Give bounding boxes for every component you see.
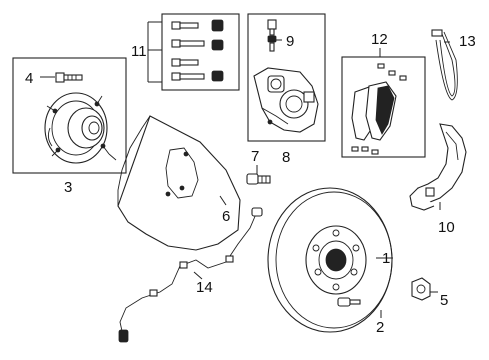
abs-sensor-wire-icon[interactable] <box>118 207 263 343</box>
callout-10: 10 <box>438 219 455 236</box>
splash-shield-icon[interactable] <box>117 115 241 251</box>
callout-8: 8 <box>282 149 290 166</box>
hub-bearing-assembly-icon[interactable] <box>44 92 117 164</box>
brake-caliper-icon[interactable] <box>253 67 319 133</box>
callout-4: 4 <box>25 70 33 87</box>
callout-12: 12 <box>371 31 388 48</box>
brake-pad-box <box>341 56 426 158</box>
leader-lines <box>40 21 450 318</box>
bleeder-screw-icon[interactable] <box>267 19 277 52</box>
callout-14: 14 <box>196 279 213 296</box>
callout-2: 2 <box>376 319 384 336</box>
callout-9: 9 <box>286 33 294 50</box>
callout-7: 7 <box>251 148 259 165</box>
hub-bolt-icon[interactable] <box>55 72 83 83</box>
wear-sensor-band-icon[interactable] <box>431 29 458 101</box>
caliper-bolt-kit-icon[interactable] <box>171 19 224 82</box>
hub-nut-icon[interactable] <box>411 277 431 301</box>
callout-3: 3 <box>64 179 72 196</box>
brake-pad-set-icon[interactable] <box>351 63 407 155</box>
caliper-bracket-icon[interactable] <box>409 123 467 211</box>
caliper-bolt-kit-box <box>161 13 240 91</box>
callout-13: 13 <box>459 33 476 50</box>
brake-rotor-icon[interactable] <box>267 187 393 333</box>
callout-1: 1 <box>382 250 390 267</box>
caliper-box <box>247 13 326 142</box>
rotor-screw-icon[interactable] <box>337 297 361 307</box>
callout-5: 5 <box>440 292 448 309</box>
hub-assembly-box <box>12 57 127 174</box>
shield-bolt-icon[interactable] <box>246 173 271 185</box>
callout-11: 11 <box>131 43 147 60</box>
callout-6: 6 <box>222 208 230 225</box>
